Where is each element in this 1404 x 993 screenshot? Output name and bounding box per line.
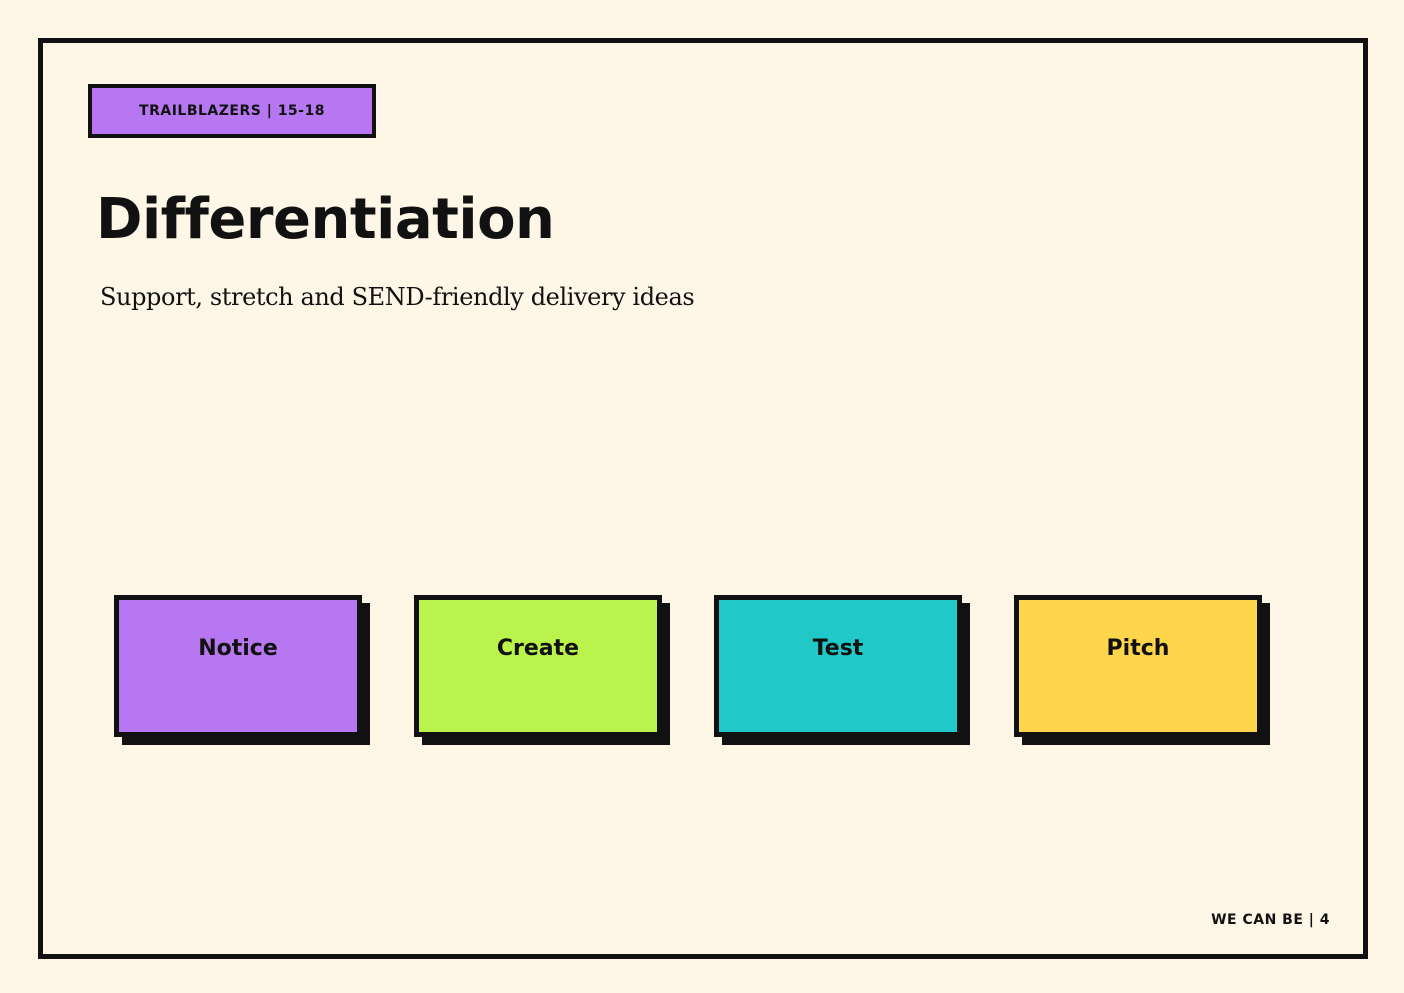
slide-title: Differentiation	[96, 187, 555, 252]
card-notice: Notice	[114, 595, 362, 737]
card-label: Test	[812, 636, 864, 661]
card-create: Create	[414, 595, 662, 737]
card-label: Create	[496, 636, 580, 661]
category-tag-label: TRAILBLAZERS | 15-18	[139, 103, 325, 119]
card-label: Pitch	[1106, 636, 1170, 661]
card-pitch: Pitch	[1014, 595, 1262, 737]
slide-subtitle: Support, stretch and SEND-friendly deliv…	[100, 283, 695, 311]
category-tag: TRAILBLAZERS | 15-18	[88, 84, 376, 138]
card-label: Notice	[198, 636, 278, 661]
card-test: Test	[714, 595, 962, 737]
slide-frame	[38, 38, 1368, 959]
slide-footer: WE CAN BE | 4	[1211, 912, 1330, 928]
